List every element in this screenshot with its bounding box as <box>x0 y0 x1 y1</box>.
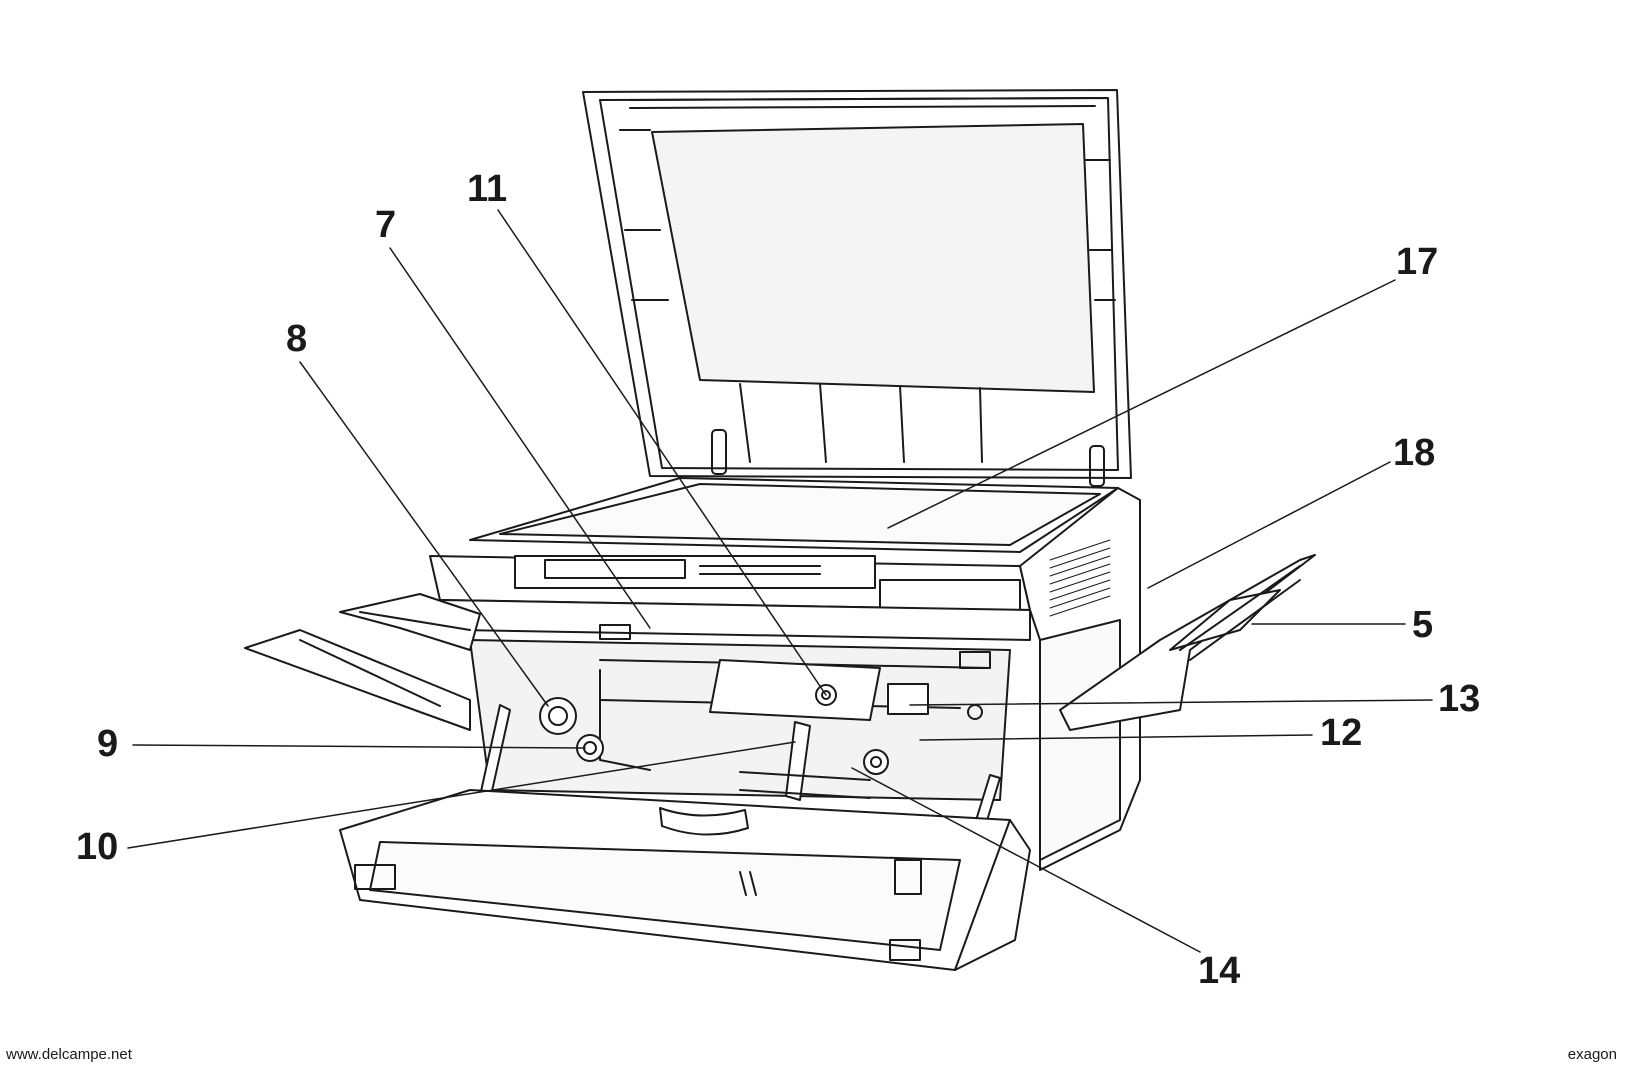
callout-9: 9 <box>97 723 119 765</box>
front-cover <box>339 789 1031 971</box>
bypass-tray-right <box>1059 554 1316 731</box>
callout-7: 7 <box>375 204 397 246</box>
callout-10: 10 <box>76 826 119 868</box>
copier-body <box>429 487 1141 871</box>
source-credit: www.delcampe.net <box>6 1046 132 1063</box>
callout-17: 17 <box>1396 241 1439 283</box>
exposure-glass <box>469 477 1119 553</box>
callout-8: 8 <box>286 318 308 360</box>
leader-lines <box>127 209 1433 953</box>
callout-11: 11 <box>467 168 508 210</box>
callout-14: 14 <box>1198 950 1241 992</box>
watermark-credit: exagon <box>1567 1046 1617 1063</box>
document-cover <box>582 89 1132 487</box>
callout-12: 12 <box>1320 712 1363 754</box>
callout-13: 13 <box>1438 678 1481 720</box>
callout-5: 5 <box>1412 604 1434 646</box>
callout-18: 18 <box>1393 432 1436 474</box>
copy-tray-left <box>244 593 481 731</box>
